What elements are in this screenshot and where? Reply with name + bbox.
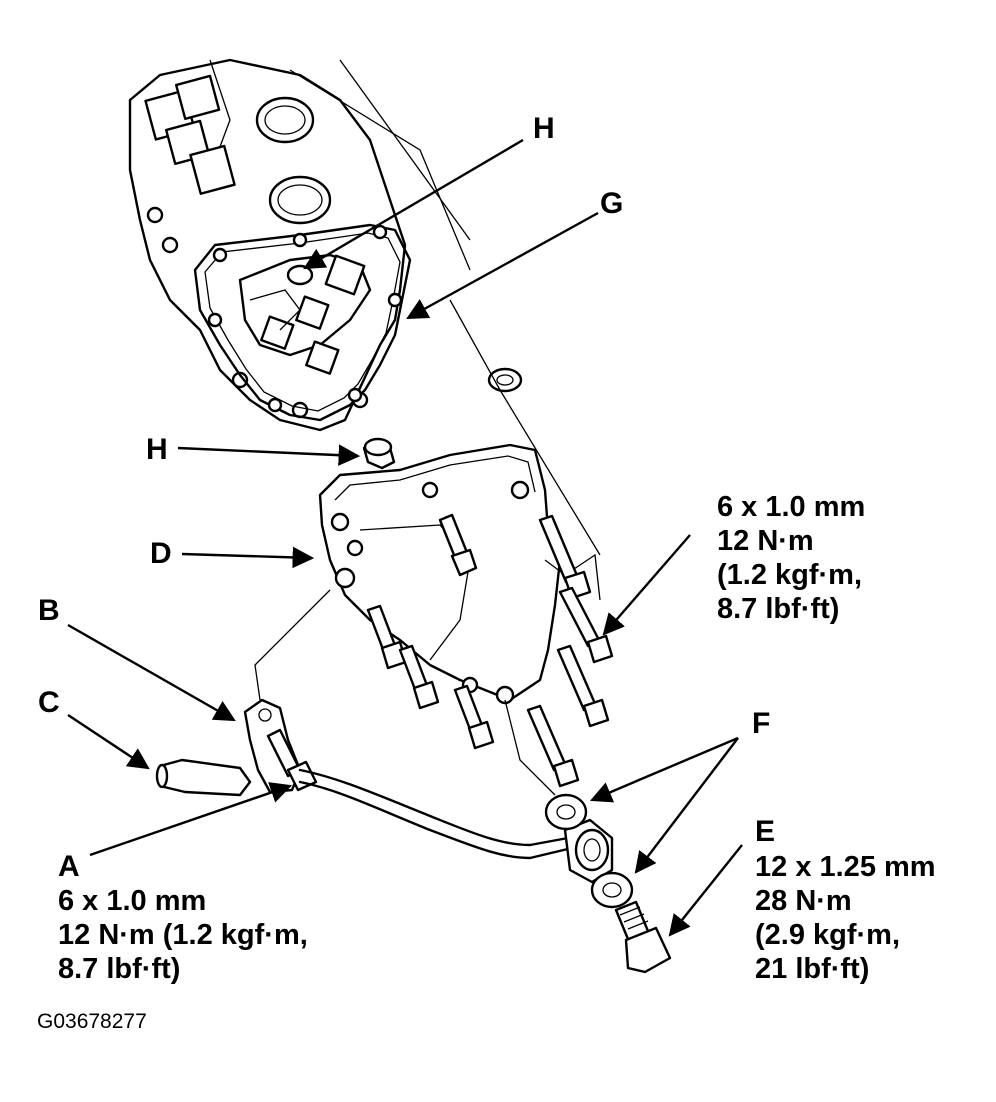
label-a: A bbox=[58, 850, 80, 883]
mount-boss bbox=[449, 299, 601, 556]
label-g: G bbox=[600, 187, 624, 220]
internal-parts bbox=[238, 253, 372, 375]
gasket-g bbox=[193, 223, 412, 422]
label-c: C bbox=[38, 686, 60, 719]
spec-line: 12 x 1.25 mm bbox=[755, 851, 936, 883]
bolt bbox=[398, 644, 440, 710]
label-h-top: H bbox=[533, 112, 555, 145]
cover-bolts bbox=[366, 513, 614, 788]
spec-line: (2.9 kgf·m, bbox=[755, 919, 901, 951]
spec-line: 6 x 1.0 mm bbox=[58, 885, 207, 917]
torque-spec-cover-bolts: 6 x 1.0 mm 12 N·m (1.2 kgf·m, 8.7 lbf·ft… bbox=[717, 490, 865, 626]
banjo-fitting bbox=[563, 818, 614, 884]
bolt bbox=[538, 514, 592, 600]
sealing-washer-lower bbox=[590, 871, 634, 909]
sealing-washer-upper bbox=[544, 793, 588, 831]
spec-line: 12 N·m (1.2 kgf·m, bbox=[58, 919, 308, 951]
bolt bbox=[453, 684, 495, 750]
spec-line: 21 lbf·ft) bbox=[755, 953, 870, 985]
label-f: F bbox=[752, 707, 771, 740]
spec-line: 6 x 1.0 mm bbox=[717, 491, 866, 523]
bolt bbox=[558, 586, 614, 664]
spec-line: (1.2 kgf·m, bbox=[717, 559, 863, 591]
spec-line: 8.7 lbf·ft) bbox=[717, 593, 840, 625]
dowel-pin bbox=[362, 437, 396, 470]
leader-lines bbox=[67, 138, 743, 937]
pipe bbox=[155, 758, 574, 860]
bolt bbox=[366, 604, 408, 670]
label-b: B bbox=[38, 594, 60, 627]
spec-line: 12 N·m bbox=[717, 525, 814, 557]
torque-spec-a: A 6 x 1.0 mm 12 N·m (1.2 kgf·m, 8.7 lbf·… bbox=[58, 850, 308, 986]
bolt bbox=[438, 513, 478, 577]
label-h-left: H bbox=[146, 433, 168, 466]
banjo-bolt-e bbox=[614, 900, 672, 974]
label-e: E bbox=[755, 815, 776, 848]
figure-id: G03678277 bbox=[37, 1010, 147, 1033]
spec-line: 28 N·m bbox=[755, 885, 852, 917]
torque-spec-e: 12 x 1.25 mm 28 N·m (2.9 kgf·m, 21 lbf·f… bbox=[755, 850, 936, 986]
bolt bbox=[556, 644, 610, 728]
spec-line: 8.7 lbf·ft) bbox=[58, 953, 181, 985]
transmission-housing bbox=[128, 58, 471, 432]
label-d: D bbox=[150, 537, 172, 570]
bolt bbox=[526, 704, 580, 788]
